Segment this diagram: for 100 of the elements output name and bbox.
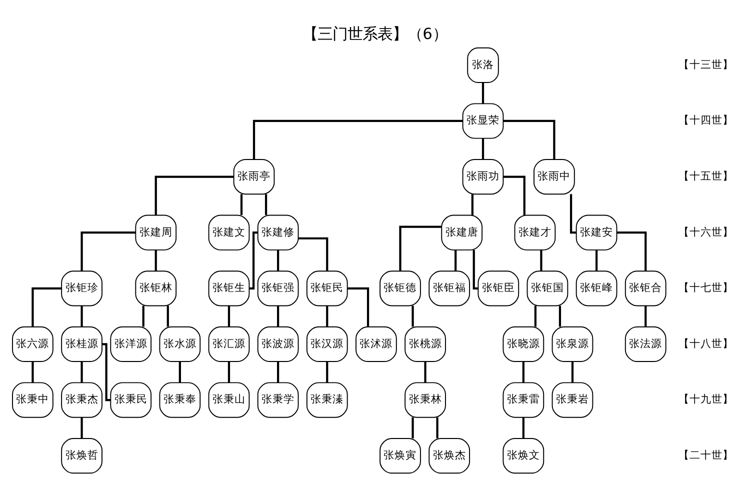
node-box: 张钜强 [257,270,299,306]
node-box: 张泉源 [552,326,594,362]
connector [252,120,463,160]
node-box: 张秉岩 [552,382,594,418]
connector [80,232,136,272]
node-box: 张秉山 [208,382,250,418]
connector [412,417,414,438]
label: 【十五世】 [678,170,734,182]
node-box: 张雨功 [462,159,504,195]
label: 【十三世】 [678,58,734,71]
label: 【十四世】 [678,114,734,127]
diagram-title: 【三门世系表】（6） [302,25,448,44]
connector [595,250,598,271]
node-box: 张桃源 [404,326,446,362]
connector [32,287,62,327]
connector [471,194,474,216]
node-box: 张汇源 [208,326,250,362]
node-box: 张秉林 [404,382,446,418]
node-box: 张建才 [514,214,556,250]
node-box: 张建文 [208,214,250,250]
connector [240,194,243,216]
connector [154,250,157,271]
label: 【十七世】 [678,282,734,294]
connector [482,138,484,160]
node-box: 张法源 [624,326,666,362]
node-box: 张秉奉 [159,382,201,418]
node-box: 张六源 [12,326,54,362]
connector [264,194,268,216]
node-box: 张焕哲 [61,438,102,474]
connector [326,362,328,382]
connector [166,306,169,327]
connector [154,176,234,216]
connector [142,306,144,327]
connector [228,306,230,327]
connector [348,287,370,327]
node-box: 张钜珍 [61,270,102,306]
node-box: 张汉源 [306,326,348,362]
node-box: 张建修 [257,214,299,250]
node-box: 张桂源 [61,326,102,362]
connector [570,194,576,234]
node-box: 张晓源 [502,326,544,362]
node-box: 张焕文 [502,438,544,474]
connector [298,237,328,271]
node-box: 张秉杰 [61,382,102,418]
connector [454,250,457,271]
node-box: 张秉民 [110,382,152,418]
connector [32,362,34,382]
connector [558,306,562,327]
node-box: 张钜国 [526,270,568,306]
connector [80,417,83,438]
node-box: 张秉溱 [306,382,348,418]
connector [522,417,524,438]
connector [249,232,258,290]
connector [616,232,647,272]
node-box: 张水源 [159,326,201,362]
node-box: 张建唐 [441,214,483,250]
connector [571,362,574,382]
connector [540,250,542,271]
connector [80,306,83,327]
connector [178,362,181,382]
connector [80,362,83,382]
connector [326,306,328,327]
connector [503,176,526,216]
connector [277,250,280,271]
connector [644,306,647,327]
label: 【二十世】 [678,450,734,462]
connector [534,306,536,327]
node-box: 张钜福 [428,270,470,306]
node-box: 张波源 [257,326,299,362]
node-box: 张钜民 [306,270,348,306]
node-box: 张沭源 [356,326,397,362]
node-box: 张钜合 [624,270,666,306]
connector [412,306,414,327]
label: 【十九世】 [678,394,734,406]
node-box: 张焕寅 [380,438,421,474]
connector [277,362,280,382]
label: 【十六世】 [678,226,734,238]
connector [482,82,484,104]
connector [503,120,556,160]
node-box: 张洋源 [110,326,152,362]
node-box: 张显荣 [462,103,504,139]
node-box: 张秉雷 [502,382,544,418]
node-box: 张焕杰 [428,438,470,474]
connector [522,362,524,382]
node-box: 张秉中 [12,382,54,418]
connector [436,417,438,438]
connector [472,250,478,290]
connector [228,362,230,382]
connector [399,226,442,271]
connector [102,343,111,402]
label: 【十八世】 [678,338,734,350]
connector [424,362,426,382]
node-box: 张雨中 [534,159,575,195]
node-box: 张洛 [467,47,499,83]
node-box: 张钜德 [380,270,421,306]
node-box: 张建周 [135,214,177,250]
connector [277,306,280,327]
node-box: 张钜生 [208,270,250,306]
node-box: 张钜峰 [576,270,618,306]
node-box: 张钜林 [135,270,177,306]
